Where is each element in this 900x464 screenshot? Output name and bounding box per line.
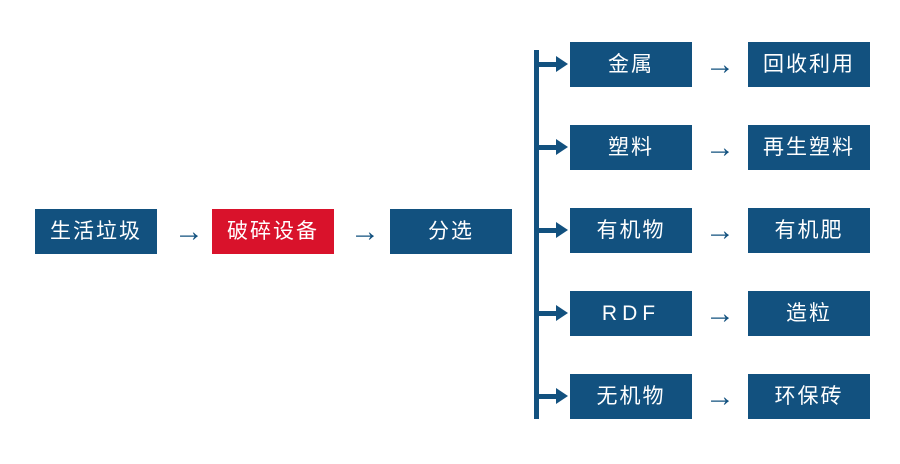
node-main-3[interactable]: 分选	[390, 209, 512, 254]
branch-stub-4	[534, 311, 558, 316]
branch-arrowhead-2-icon	[556, 139, 568, 155]
branch-arrowhead-4-icon	[556, 305, 568, 321]
branch-product-4[interactable]: 造粒	[748, 291, 870, 336]
arrow-right-branch-5: →	[705, 379, 735, 413]
branch-product-2[interactable]: 再生塑料	[748, 125, 870, 170]
branch-category-5[interactable]: 无机物	[570, 374, 692, 419]
arrow-right-branch-1: →	[705, 47, 735, 81]
branch-stub-3	[534, 228, 558, 233]
arrow-right-branch-4: →	[705, 296, 735, 330]
branch-arrowhead-3-icon	[556, 222, 568, 238]
branch-arrowhead-5-icon	[556, 388, 568, 404]
branch-product-5[interactable]: 环保砖	[748, 374, 870, 419]
branch-stub-1	[534, 62, 558, 67]
branch-category-1[interactable]: 金属	[570, 42, 692, 87]
arrow-right-main-1: →	[174, 214, 204, 248]
node-main-2-highlight[interactable]: 破碎设备	[212, 209, 334, 254]
branch-product-1[interactable]: 回收利用	[748, 42, 870, 87]
branch-product-3[interactable]: 有机肥	[748, 208, 870, 253]
arrow-right-branch-3: →	[705, 213, 735, 247]
branch-category-2[interactable]: 塑料	[570, 125, 692, 170]
branch-spine-connector	[534, 50, 539, 419]
node-main-1[interactable]: 生活垃圾	[35, 209, 157, 254]
arrow-right-branch-2: →	[705, 130, 735, 164]
branch-category-4[interactable]: RDF	[570, 291, 692, 336]
branch-stub-2	[534, 145, 558, 150]
arrow-right-main-2: →	[350, 214, 380, 248]
branch-category-3[interactable]: 有机物	[570, 208, 692, 253]
branch-stub-5	[534, 394, 558, 399]
branch-arrowhead-1-icon	[556, 56, 568, 72]
